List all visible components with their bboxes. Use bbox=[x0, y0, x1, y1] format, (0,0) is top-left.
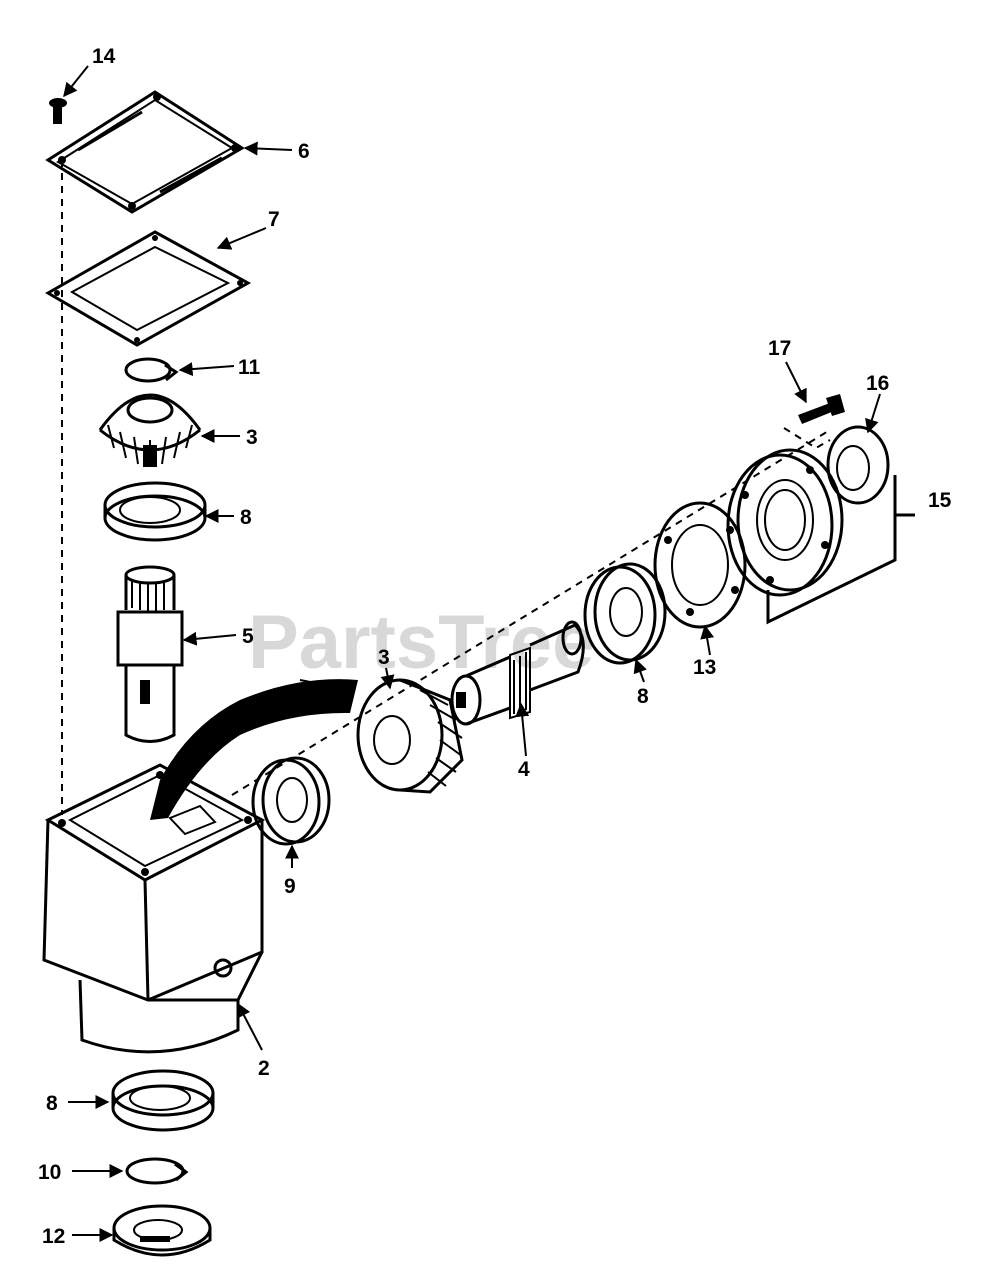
callout-6: 6 bbox=[298, 140, 310, 163]
callout-10: 10 bbox=[38, 1161, 61, 1184]
part-bevel-gear-3-mid bbox=[356, 678, 464, 794]
leader-17 bbox=[785, 361, 807, 404]
callout-8-mid: 8 bbox=[637, 685, 649, 708]
part-seal-16 bbox=[826, 425, 890, 505]
part-shaft-5 bbox=[116, 565, 184, 743]
leader-16 bbox=[865, 393, 881, 434]
leader-11 bbox=[178, 362, 235, 377]
part-shaft-4 bbox=[450, 620, 585, 726]
callout-2: 2 bbox=[258, 1057, 270, 1080]
callout-4: 4 bbox=[518, 758, 530, 781]
callout-13: 13 bbox=[693, 656, 716, 679]
callout-8-top: 8 bbox=[240, 506, 252, 529]
callout-9: 9 bbox=[284, 875, 296, 898]
callout-5: 5 bbox=[242, 625, 254, 648]
part-bevel-gear-3-top bbox=[98, 393, 202, 467]
leader-4 bbox=[515, 702, 530, 757]
part-gasket-13 bbox=[653, 501, 747, 629]
callout-11: 11 bbox=[238, 356, 261, 379]
callout-12: 12 bbox=[42, 1225, 65, 1248]
callout-16: 16 bbox=[866, 372, 889, 395]
part-bearing-9 bbox=[251, 756, 331, 846]
part-screw-14 bbox=[49, 98, 67, 124]
part-snap-ring-10 bbox=[125, 1157, 189, 1185]
leader-lines bbox=[63, 65, 881, 1242]
callout-17: 17 bbox=[768, 337, 791, 360]
part-housing-2 bbox=[42, 763, 266, 1054]
callout-3-mid: 3 bbox=[378, 646, 390, 669]
leader-7 bbox=[216, 227, 267, 250]
callout-14: 14 bbox=[92, 45, 116, 68]
leader-5 bbox=[182, 631, 237, 646]
callout-labels: 14 6 7 11 3 8 5 3 4 8 13 17 16 15 9 2 8 … bbox=[38, 45, 952, 1248]
part-retainer-15 bbox=[726, 448, 915, 625]
part-snap-ring-11 bbox=[124, 357, 179, 383]
leader-8-mid bbox=[633, 658, 647, 683]
insertion-curved-arrow bbox=[150, 679, 358, 820]
callout-15: 15 bbox=[928, 489, 952, 512]
leader-3-mid bbox=[380, 667, 395, 690]
callout-8-bottom: 8 bbox=[46, 1092, 58, 1115]
part-cover-plate-6 bbox=[45, 90, 245, 214]
leader-6 bbox=[243, 141, 293, 156]
callout-7: 7 bbox=[268, 208, 280, 231]
leader-13 bbox=[700, 624, 715, 656]
watermark-text: PartsTree bbox=[248, 600, 594, 685]
part-bearing-8-bottom bbox=[111, 1069, 215, 1132]
callout-3-top: 3 bbox=[246, 426, 258, 449]
part-gasket-7 bbox=[44, 230, 252, 347]
part-bearing-8-top bbox=[103, 481, 207, 542]
leader-14 bbox=[63, 65, 89, 98]
part-seal-12 bbox=[112, 1204, 212, 1257]
leader-2 bbox=[237, 1002, 263, 1051]
part-bolt-17 bbox=[783, 394, 845, 450]
part-bearing-8-mid bbox=[583, 562, 667, 665]
